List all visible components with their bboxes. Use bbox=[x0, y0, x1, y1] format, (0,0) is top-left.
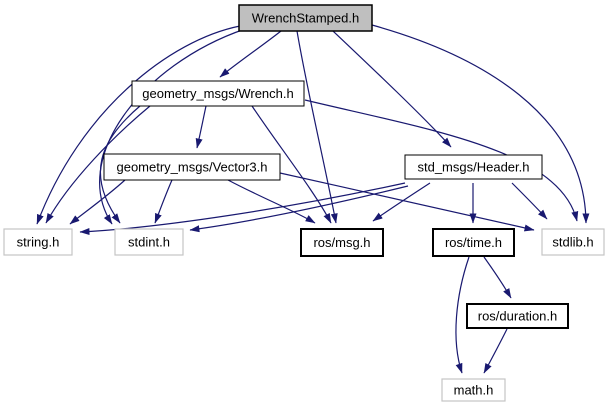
node-geometry-msgs-wrench-h[interactable]: geometry_msgs/Wrench.h bbox=[131, 80, 305, 107]
node-stdlib-label: stdlib.h bbox=[552, 235, 593, 250]
edge-wrenchstamped-to-msg bbox=[296, 30, 338, 224]
node-stdlib-h: stdlib.h bbox=[541, 228, 605, 256]
edge-header-to-msg bbox=[372, 182, 431, 222]
node-string-label: string.h bbox=[17, 235, 60, 250]
node-wrenchstamped-h: WrenchStamped.h bbox=[238, 4, 373, 32]
edge-wrenchstamped-to-stdint bbox=[99, 28, 246, 225]
edge-header-to-string bbox=[79, 182, 406, 236]
node-header-label: std_msgs/Header.h bbox=[417, 160, 529, 175]
node-math-box bbox=[441, 378, 506, 402]
edge-vector3-to-stdint bbox=[154, 179, 173, 224]
edge-time-to-duration bbox=[483, 256, 512, 299]
node-stdint-h: stdint.h bbox=[114, 228, 184, 256]
node-wrench-label: geometry_msgs/Wrench.h bbox=[142, 86, 294, 101]
node-stdlib-box bbox=[541, 228, 605, 256]
node-std-msgs-header-h[interactable]: std_msgs/Header.h bbox=[404, 154, 543, 180]
edge-wrench-to-stdlib bbox=[304, 99, 579, 222]
node-msg-box[interactable] bbox=[300, 228, 384, 257]
node-time-label: ros/time.h bbox=[445, 235, 502, 250]
edge-wrenchstamped-to-wrench bbox=[219, 30, 282, 78]
edges bbox=[36, 24, 590, 374]
node-string-box bbox=[3, 228, 73, 256]
edge-wrench-to-vector3 bbox=[195, 105, 207, 149]
edge-header-to-stdint bbox=[189, 185, 409, 233]
edge-wrench-to-string bbox=[45, 105, 151, 224]
node-duration-label: ros/duration.h bbox=[478, 309, 558, 324]
edge-wrench-to-msg bbox=[251, 105, 332, 224]
edge-duration-to-math bbox=[483, 328, 508, 374]
node-duration-box[interactable] bbox=[466, 303, 569, 329]
node-ros-msg-h[interactable]: ros/msg.h bbox=[300, 228, 384, 257]
node-stdint-label: stdint.h bbox=[128, 235, 170, 250]
node-vector3-label: geometry_msgs/Vector3.h bbox=[116, 160, 267, 175]
node-math-label: math.h bbox=[454, 383, 494, 398]
edge-time-to-math bbox=[455, 256, 470, 374]
node-header-box[interactable] bbox=[404, 154, 543, 180]
node-wrench-box[interactable] bbox=[131, 80, 305, 107]
node-ros-duration-h[interactable]: ros/duration.h bbox=[466, 303, 569, 329]
node-string-h: string.h bbox=[3, 228, 73, 256]
edge-vector3-to-string bbox=[69, 179, 126, 225]
node-stdint-box bbox=[114, 228, 184, 256]
edge-wrenchstamped-to-header bbox=[332, 30, 452, 148]
edge-header-to-stdlib bbox=[511, 182, 548, 220]
edge-wrenchstamped-to-string bbox=[36, 25, 241, 225]
node-ros-time-h[interactable]: ros/time.h bbox=[432, 228, 515, 257]
edge-vector3-to-msg bbox=[227, 179, 316, 224]
edge-vector3-to-stdlib bbox=[279, 172, 535, 232]
node-wrenchstamped-label: WrenchStamped.h bbox=[252, 11, 359, 26]
node-math-h: math.h bbox=[441, 378, 506, 402]
node-wrenchstamped-box bbox=[238, 4, 373, 32]
node-vector3-box[interactable] bbox=[103, 153, 281, 181]
node-geometry-msgs-vector3-h[interactable]: geometry_msgs/Vector3.h bbox=[103, 153, 281, 181]
edge-wrench-to-stdint bbox=[99, 105, 141, 224]
node-time-box[interactable] bbox=[432, 228, 515, 257]
edge-wrenchstamped-to-stdlib bbox=[371, 24, 590, 224]
node-msg-label: ros/msg.h bbox=[313, 235, 370, 250]
